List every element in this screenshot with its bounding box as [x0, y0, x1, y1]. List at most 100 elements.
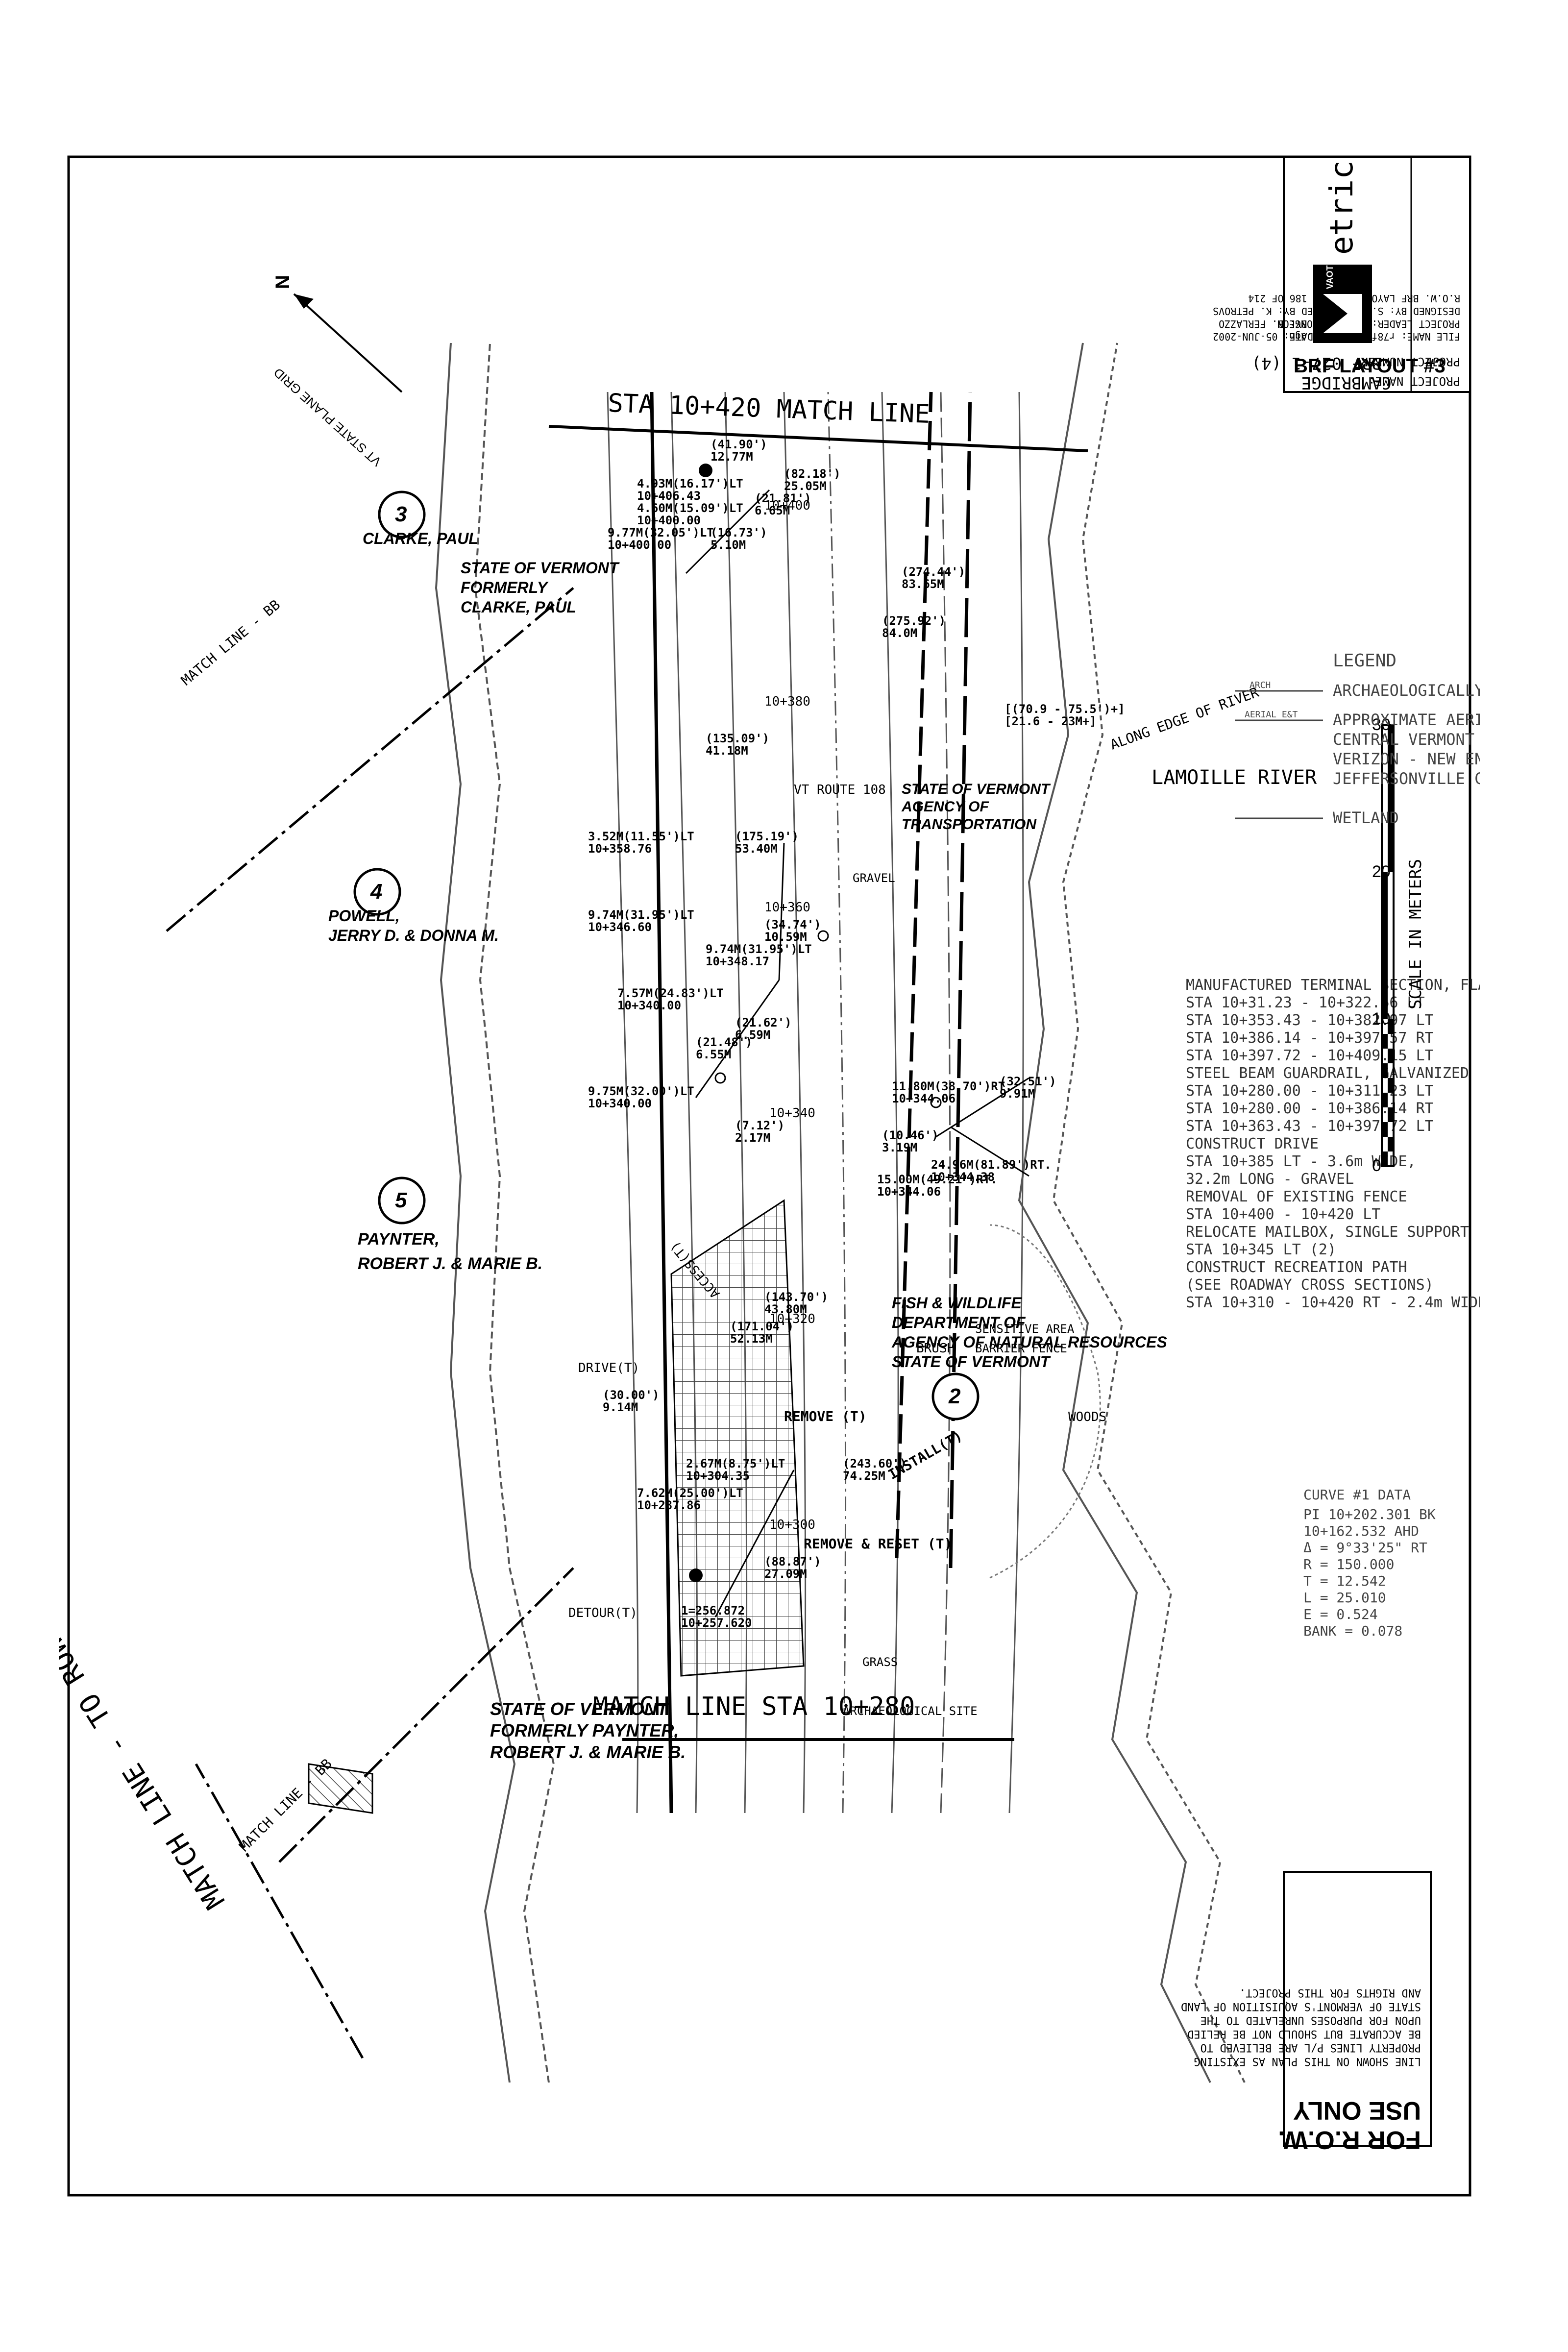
dim: 6.55M [696, 1048, 731, 1061]
curve-data: CURVE #1 DATA PI 10+202.301 BK 10+162.53… [1303, 1487, 1436, 1639]
note-line: 32.2m LONG - GRAVEL [1186, 1171, 1354, 1188]
parcel-2: 2 STATE OF VERMONT AGENCY OF NATURAL RES… [891, 1294, 1167, 1421]
legend-title: LEGEND [1333, 651, 1396, 671]
dim: 27.09M [764, 1567, 807, 1581]
dim: 3.52M(11.55')LT [588, 830, 694, 843]
curve-row: T = 12.542 [1303, 1573, 1386, 1589]
note-line: UPON FOR PURPOSES UNRELATED TO THE [1200, 2014, 1421, 2026]
dim: 9.74M(31.95')LT [706, 942, 812, 956]
rotated-drawing: N VT STATE PLANE GRID MATCH LINE - TO RO… [59, 147, 1480, 2205]
station-label: 10+400 [764, 498, 810, 513]
hatched-parcel [308, 1763, 373, 1814]
dim: 9.75M(32.00')LT [588, 1084, 694, 1098]
note-line: STA 10+280.00 - 10+386.14 RT [1186, 1100, 1434, 1117]
parcel-owner: FISH & WILDLIFE [892, 1294, 1023, 1312]
note-text: LINE SHOWN ON THIS PLAN AS EXISTING PROP… [1181, 1986, 1421, 2067]
notes-block: MANUFACTURED TERMINAL SECTION, FLARED ST… [1186, 977, 1480, 1311]
dim: (21.48') [696, 1035, 753, 1049]
dim: 84.0M [882, 626, 917, 640]
dim: (88.87') [764, 1555, 821, 1568]
parcel-5a: STATE OF VERMONT FORMERLY PAYNTER, ROBER… [490, 1699, 686, 1762]
note-line: STA 10+400 - 10+420 LT [1186, 1206, 1380, 1223]
legend-text: JEFFERSONVILLE CABLE T.V. CORPORATION [1333, 769, 1480, 788]
dim: 4.60M(15.09')LT [637, 501, 743, 515]
dim: [21.6 - 23M+] [1004, 714, 1097, 728]
note-line: RELOCATE MAILBOX, SINGLE SUPPORT [1186, 1224, 1469, 1241]
project-number: BRF 027-1 (4) [1251, 353, 1382, 373]
note-title: USE ONLY [1293, 2096, 1421, 2125]
woods-label: WOODS [1068, 1410, 1106, 1424]
logo-letters: VAOT [1325, 265, 1335, 289]
parcel-owner: CLARKE, PAUL [363, 530, 478, 547]
acquisition-area [670, 1199, 805, 1677]
dim: (82.18') [784, 467, 841, 481]
parcel-owner: JERRY D. & DONNA M. [328, 927, 499, 944]
scale-segment [1382, 1063, 1388, 1078]
dim: (274.44') [902, 565, 965, 579]
dim: 24.96M(81.89')RT. [931, 1158, 1052, 1172]
scale-segment [1388, 1107, 1394, 1122]
dim: 2.67M(8.75')LT [686, 1457, 785, 1470]
match-line-bb-right-label: MATCH LINE - BB [178, 597, 283, 689]
dim: (275.92') [882, 614, 946, 628]
drive-label: DRIVE(T) [578, 1361, 639, 1375]
state-plane-label: VT STATE PLANE GRID [270, 365, 384, 469]
sensitive-area-label: SENSITIVE AREA [975, 1322, 1075, 1336]
note-line: STA 10+31.23 - 10+322.66 LT [1186, 994, 1425, 1011]
grass-label: GRASS [862, 1655, 898, 1669]
note-line: BE ACCURATE BUT SHOULD NOT BE RELIED [1187, 2028, 1421, 2040]
parcel-number-circle [353, 868, 401, 916]
dim: (32.51') [1000, 1075, 1056, 1088]
dim: 12.77M [710, 450, 753, 464]
dim: 2.17M [735, 1131, 770, 1145]
station-label: 10+360 [764, 900, 810, 915]
dim: (30.00') [603, 1388, 660, 1402]
match-line-top-label: MATCH LINE - TO ROW LAYOUT 2 [59, 1505, 231, 1914]
dim: 9.74M(31.95')LT [588, 908, 694, 922]
note-title: FOR R.O.W. [1278, 2126, 1421, 2154]
legend-text: VERIZON - NEW ENGLAND, INC. [1333, 750, 1480, 768]
dim: (243.60') [843, 1457, 906, 1470]
parcel-3a: STATE OF VERMONT FORMERLY CLARKE, PAUL [461, 559, 620, 616]
dim: 10+400.00 [637, 514, 701, 527]
parcel-number: 3 [395, 502, 407, 526]
dim: 10+340.00 [617, 999, 681, 1012]
row-note-box: FOR R.O.W. USE ONLY LINE SHOWN ON THIS P… [1181, 1871, 1432, 2154]
dimension-labels: 10+257.620 1=256.872 10+287.86 7.62M(25.… [588, 438, 1125, 1630]
note-line: STEEL BEAM GUARDRAIL, GALVANIZED [1186, 1065, 1469, 1082]
scale-segment [1388, 1019, 1394, 1034]
legend: LEGEND ARCH ARCHAEOLOGICALLY SENSITIVE A… [1235, 651, 1480, 827]
dim: 10+348.17 [706, 955, 769, 968]
dim: 7.62M(25.00')LT [637, 1486, 743, 1500]
parcel-owner: FORMERLY [461, 579, 549, 596]
logo-m [1323, 294, 1362, 333]
dim: 6.65M [755, 504, 790, 517]
scale-segment [1388, 1049, 1394, 1063]
legend-symbol: ARCH [1250, 680, 1271, 690]
dim: 3.19M [882, 1141, 917, 1154]
barrier-fence-label: BARRIER FENCE [975, 1342, 1067, 1355]
note-content: FOR R.O.W. USE ONLY [1278, 2096, 1421, 2154]
legend-symbol: AERIAL E&T [1245, 710, 1298, 720]
dim: 41.18M [706, 744, 748, 758]
parcel-number-circle [378, 1176, 426, 1225]
legend-text: CENTRAL VERMONT PUBLIC SERVICE CORPORATI… [1333, 730, 1480, 749]
dim: (143.70') [764, 1290, 828, 1304]
dim: 9.14M [603, 1400, 638, 1414]
scale-title: SCALE IN METERS [1406, 859, 1425, 1009]
dim: (175.19') [735, 830, 799, 843]
note-line: CONSTRUCT RECREATION PATH [1186, 1259, 1407, 1276]
dim: 10+340.00 [588, 1097, 652, 1110]
scale-segment [1382, 1122, 1388, 1137]
parcel-owner: AGENCY OF [901, 799, 989, 815]
parcel-owner: DEPARTMENT OF [892, 1314, 1026, 1331]
dim: 11.80M(38.70')RT. [892, 1079, 1012, 1093]
project-number-label: PROJECT NUMBER: [1354, 355, 1460, 368]
sheet-title: BRF LAYOUT #3 [1294, 355, 1446, 377]
scale-bar: 0 10 20 30 SCALE IN METERS [1372, 715, 1425, 1175]
dim: 6.59M [735, 1028, 770, 1042]
parcel-labels: STATE OF VERMONT FORMERLY PAYNTER, ROBER… [328, 490, 1167, 1762]
curve-row: L = 25.010 [1303, 1590, 1386, 1606]
parcel-number: 2 [948, 1384, 961, 1408]
